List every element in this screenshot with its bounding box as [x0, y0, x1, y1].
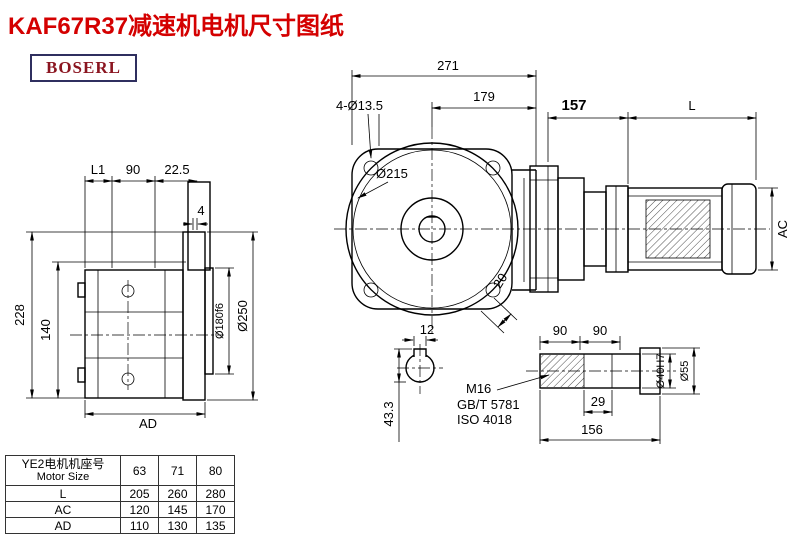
front-view-dimensions: 271 179 4-Ø13.5 Ø215 20	[336, 58, 537, 334]
dia-55-label: Ø55	[679, 361, 691, 382]
value-cell: 205	[120, 485, 159, 502]
dim-L1-label: L1	[91, 162, 105, 177]
bolt-hole	[485, 282, 501, 298]
value-cell: 280	[196, 485, 235, 502]
table-header-row: YE2电机机座号 Motor Size 63 71 80	[5, 455, 235, 486]
value-cell: 145	[158, 501, 197, 518]
dim-AD-label: AD	[139, 416, 157, 431]
dim-90b-label: 90	[593, 323, 607, 338]
row-label-L: L	[5, 485, 121, 502]
dim-271-label: 271	[437, 58, 459, 73]
boserl-logo: BOSERL	[30, 54, 137, 82]
dim-4-label: 4	[197, 203, 204, 218]
dim-22-5-label: 22.5	[164, 162, 189, 177]
table-row: L 205 260 280	[5, 485, 235, 502]
dim-90-label: 90	[126, 162, 140, 177]
side-view-dimensions: 157 L AC	[547, 97, 790, 271]
front-view	[345, 127, 537, 335]
dim-228-label: 228	[12, 304, 27, 326]
size-63: 63	[120, 455, 159, 486]
left-view-dimensions: L1 90 22.5 4 228 140 AD	[12, 162, 258, 431]
dim-157-label: 157	[561, 97, 586, 114]
dia-250-label: Ø250	[235, 300, 250, 332]
value-cell: 130	[158, 517, 197, 534]
row-label-AC: AC	[5, 501, 121, 518]
table-row: AC 120 145 170	[5, 501, 235, 518]
dim-AC-label: AC	[775, 220, 790, 238]
size-80: 80	[196, 455, 235, 486]
header-en: Motor Size	[36, 471, 90, 483]
fan-cover	[721, 183, 757, 275]
page-title: KAF67R37减速机电机尺寸图纸	[8, 13, 345, 40]
thread-hatch	[541, 355, 584, 387]
table-row: AD 110 130 135	[5, 517, 235, 534]
side-view-motor	[529, 165, 757, 293]
value-cell: 170	[196, 501, 235, 518]
shaft-shoulder	[639, 347, 661, 395]
dim-179-label: 179	[473, 89, 495, 104]
left-view	[70, 181, 224, 401]
dim-12-label: 12	[420, 322, 434, 337]
std-gb-label: GB/T 5781	[457, 397, 520, 412]
row-label-AD: AD	[5, 517, 121, 534]
motor-size-table: YE2电机机座号 Motor Size 63 71 80 L 205 260 2…	[5, 455, 235, 534]
dia-40-label: Ø40H7	[655, 354, 667, 389]
flange-spigot	[204, 267, 214, 375]
output-flange-disc	[182, 231, 206, 401]
header-cn: YE2电机机座号	[21, 457, 105, 471]
std-iso-label: ISO 4018	[457, 412, 512, 427]
boserl-logo-text: BOSERL	[46, 58, 121, 77]
size-71: 71	[158, 455, 197, 486]
value-cell: 110	[120, 517, 159, 534]
dim-20-label: 20	[490, 271, 510, 291]
thread-label: M16	[466, 381, 491, 396]
shaft-section-view: 12 43.3	[381, 322, 443, 442]
value-cell: 120	[120, 501, 159, 518]
motor-fins	[645, 199, 711, 259]
bolt-hole	[485, 160, 501, 176]
flange-dia-label: Ø215	[376, 166, 408, 181]
table-header-cell: YE2电机机座号 Motor Size	[5, 455, 121, 486]
value-cell: 260	[158, 485, 197, 502]
dim-90a-label: 90	[553, 323, 567, 338]
dim-156-label: 156	[581, 422, 603, 437]
bolt-hole	[363, 160, 379, 176]
dim-L-label: L	[688, 98, 695, 113]
dim-140-label: 140	[38, 319, 53, 341]
input-section	[187, 181, 211, 271]
dia-180-label: Ø180f6	[214, 303, 226, 339]
value-cell: 135	[196, 517, 235, 534]
dim-43-3-label: 43.3	[381, 401, 396, 426]
holes-label: 4-Ø13.5	[336, 98, 383, 113]
dim-29-label: 29	[591, 394, 605, 409]
shaft-detail-view: 90 90 M16 GB/T 5781 ISO 4018 29 156 Ø40H…	[457, 323, 700, 444]
bolt-hole	[363, 282, 379, 298]
